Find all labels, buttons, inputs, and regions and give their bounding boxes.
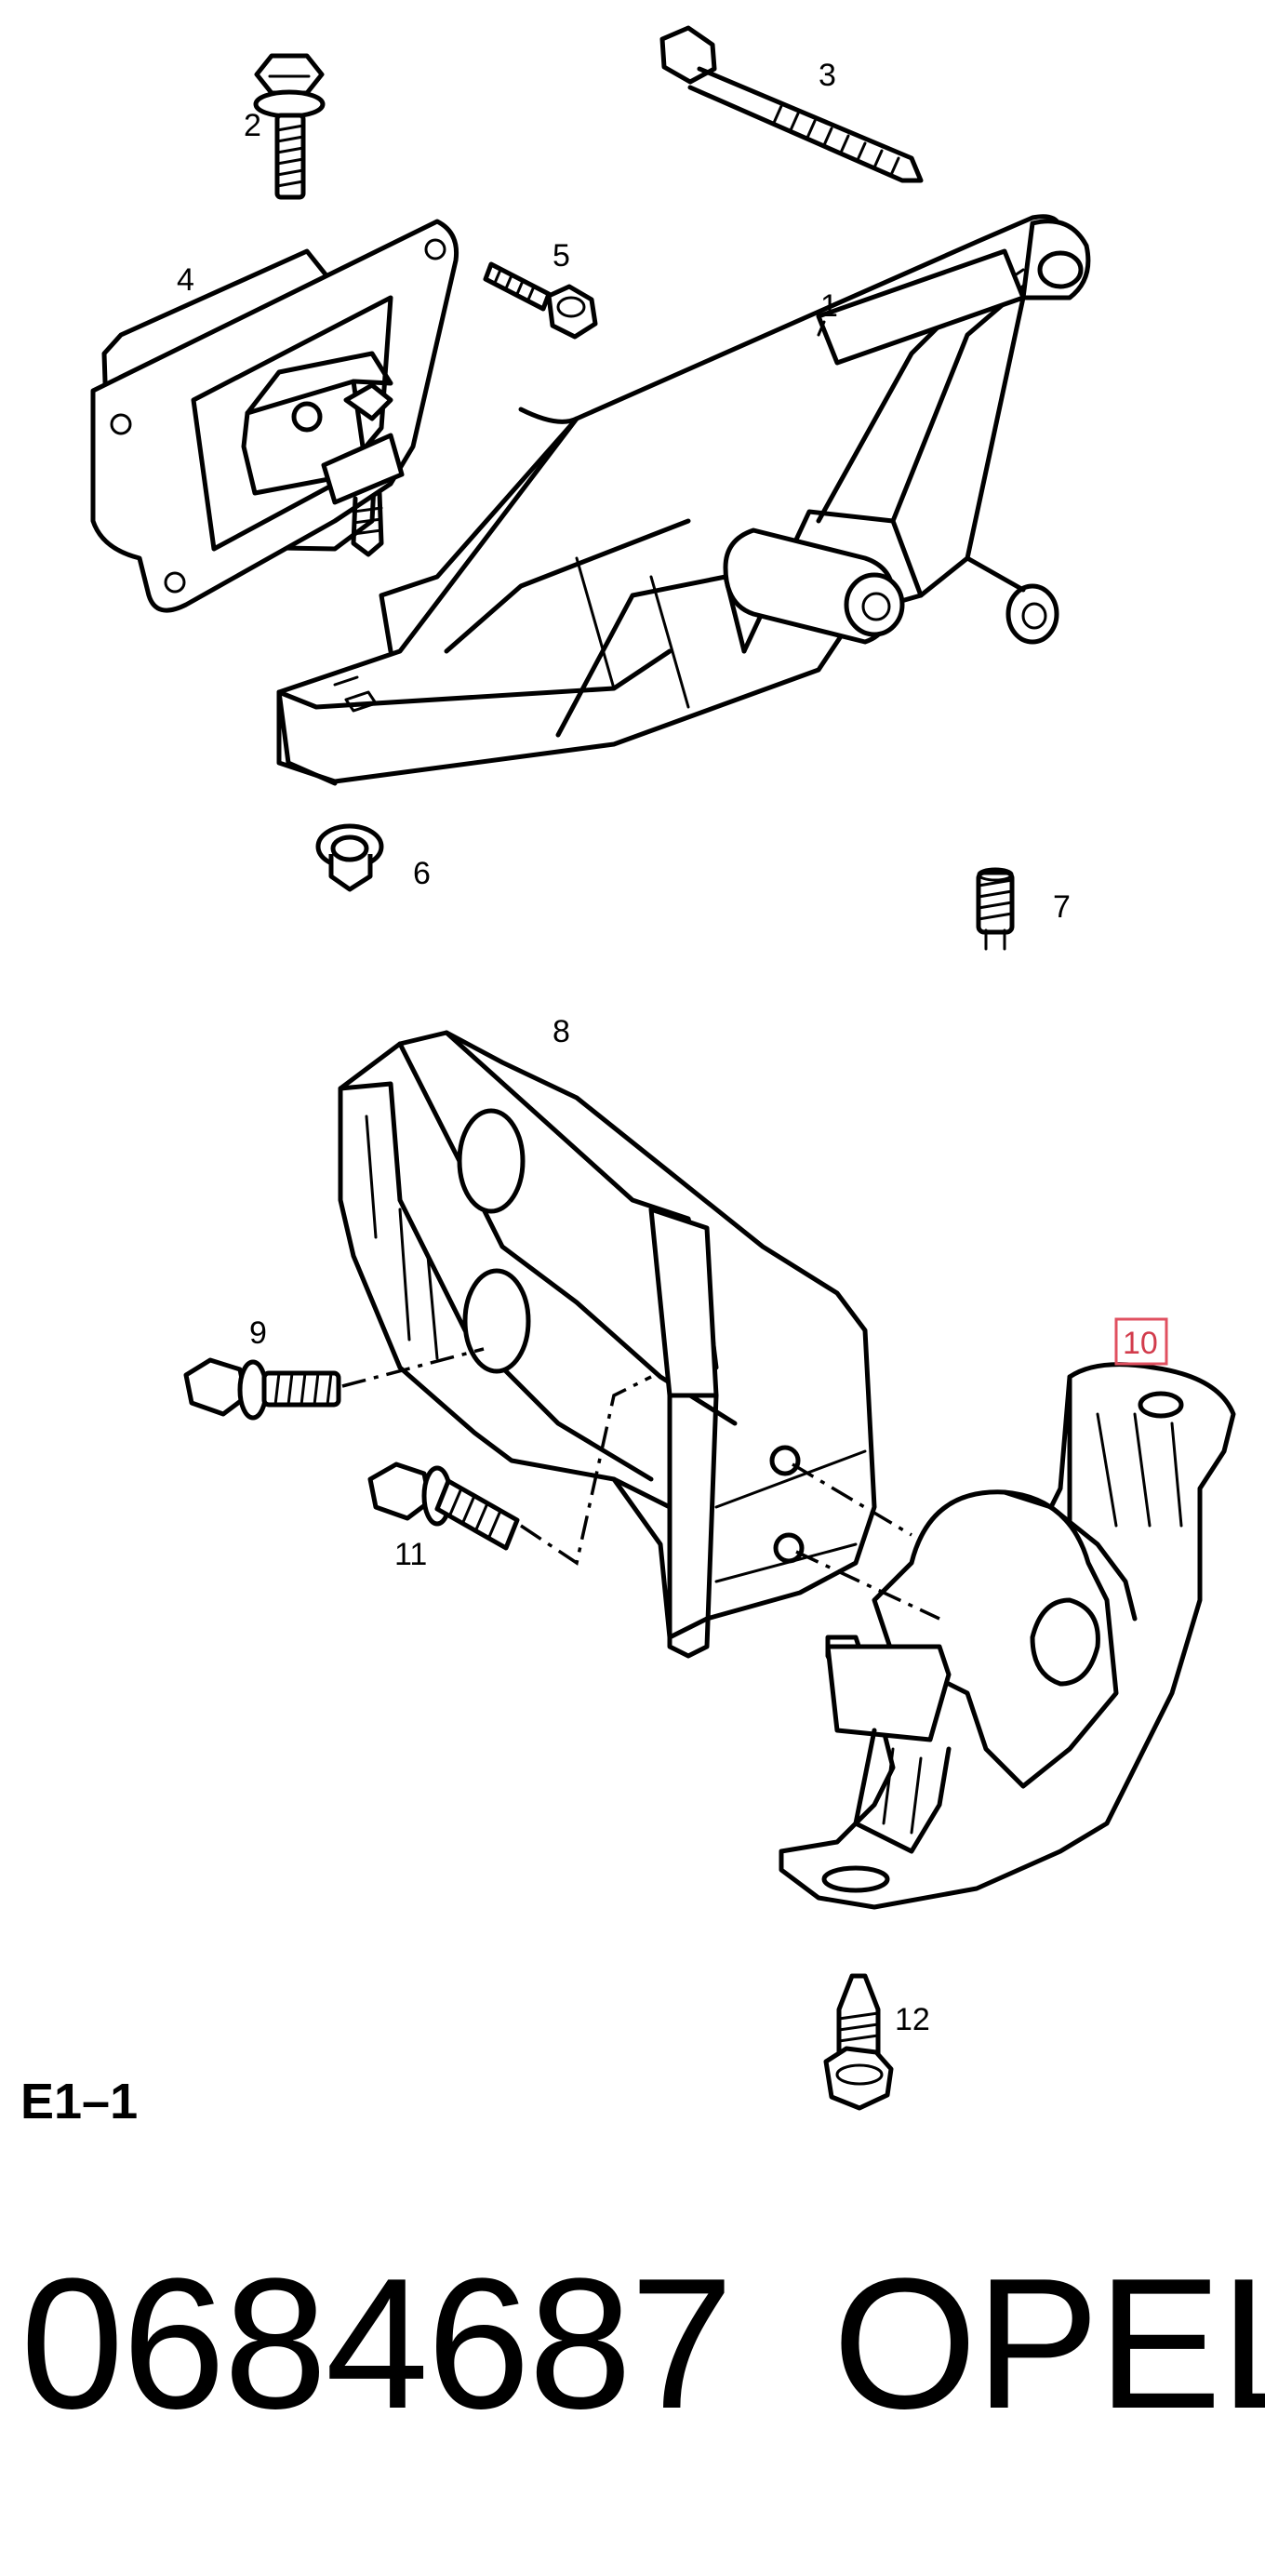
part-2-bolt [253, 53, 326, 200]
callout-1: 1 [820, 288, 838, 324]
callout-9: 9 [249, 1315, 267, 1351]
callout-10: 10 [1123, 1326, 1158, 1361]
callout-5: 5 [553, 238, 570, 274]
callout-2: 2 [244, 108, 261, 143]
part-7-threaded-insert [976, 867, 1015, 951]
part-3-long-bolt [659, 25, 924, 183]
part-10-engine-mount [779, 1362, 1236, 1910]
callout-3: 3 [819, 58, 836, 93]
part-11-bolt [367, 1462, 520, 1551]
exploded-parts-diagram: 1 2 3 4 5 6 7 8 9 10 11 12 [90, 25, 1236, 2111]
brand-name: OPEL [832, 2240, 1265, 2448]
part-number: 0684687 [20, 2240, 734, 2448]
part-4-rubber-mount [90, 219, 459, 613]
callout-8: 8 [553, 1014, 570, 1049]
callout-6: 6 [413, 856, 431, 891]
part-12-bolt [823, 1973, 894, 2111]
assembly-guide-lines [341, 1347, 940, 1621]
part-9-bolt [183, 1357, 341, 1421]
part-5-bolt [483, 261, 598, 340]
callout-11: 11 [394, 1537, 427, 1572]
callout-12: 12 [895, 2002, 930, 2037]
part-8-large-bracket [338, 1030, 877, 1659]
callout-10-highlight-box [1114, 1317, 1168, 1366]
callout-4: 4 [177, 262, 194, 298]
part-1-main-bracket [276, 214, 1091, 786]
callout-leaders [817, 320, 826, 337]
callout-7: 7 [1053, 889, 1071, 925]
section-code: E1–1 [20, 2074, 139, 2129]
part-6-flange-nut [315, 823, 384, 892]
